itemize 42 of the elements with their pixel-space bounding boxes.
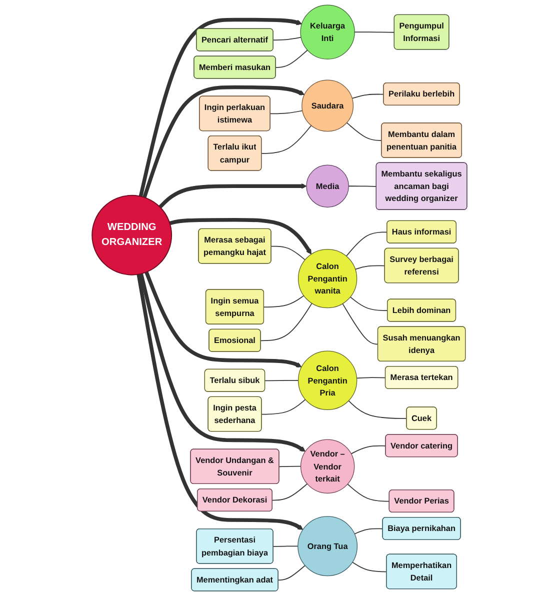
arrow	[142, 85, 305, 198]
connector	[352, 94, 384, 99]
connector	[264, 295, 304, 308]
connector	[261, 125, 312, 154]
arrow	[144, 271, 302, 368]
connector	[354, 528, 384, 534]
connector	[272, 36, 302, 41]
connector	[264, 380, 299, 382]
connector	[350, 296, 388, 312]
arrow	[169, 218, 312, 254]
connector	[260, 302, 312, 342]
node-circle: Media	[306, 164, 349, 208]
arrow	[158, 183, 307, 208]
connector	[272, 483, 308, 501]
connector	[270, 246, 306, 260]
connector	[261, 399, 306, 415]
connector	[275, 50, 308, 68]
arrow	[138, 18, 302, 197]
connector	[348, 400, 408, 419]
node-circle: Calon Pengantin Pria	[298, 350, 358, 410]
node-circle: WEDDING ORGANIZER	[92, 194, 172, 276]
connector	[347, 484, 390, 502]
connector	[342, 303, 378, 345]
arrow	[139, 273, 306, 452]
connector	[354, 265, 386, 270]
connector	[278, 565, 306, 581]
node-circle: Vendor – Vendor terkait	[300, 439, 355, 494]
connector	[270, 110, 303, 114]
connector	[350, 445, 386, 454]
connector	[346, 232, 388, 257]
connector	[352, 562, 388, 572]
connector	[272, 546, 298, 547]
node-circle: Keluarga Inti	[300, 4, 355, 60]
node-circle: Calon Pengantin wanita	[298, 248, 358, 308]
connector	[278, 466, 302, 468]
arrow	[136, 274, 304, 530]
connector	[354, 32, 395, 33]
connector	[348, 186, 377, 187]
connector	[356, 377, 386, 379]
node-circle: Saudara	[302, 80, 354, 132]
node-circle: Orang Tua	[298, 516, 358, 576]
connector	[346, 122, 382, 141]
